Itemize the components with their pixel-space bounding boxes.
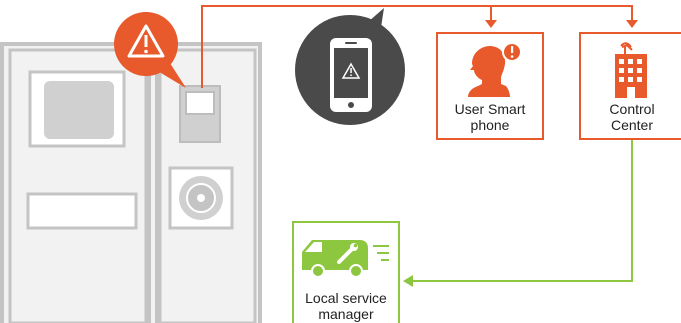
local-service-label-line1: Local service [305, 290, 387, 306]
alert-bubble [114, 12, 186, 88]
building-antenna-icon [615, 42, 647, 98]
equipment-cabinet [0, 42, 262, 323]
user-smartphone-node [436, 32, 544, 140]
phone-notification-bubble [295, 8, 405, 125]
user-smartphone-label-line2: phone [470, 117, 510, 133]
user-notification-icon [468, 42, 522, 97]
user-smartphone-label-line1: User Smart [454, 101, 526, 117]
service-connector [403, 140, 633, 287]
cabinet-slot [26, 192, 138, 230]
local-service-node [292, 221, 400, 323]
control-center-label-line1: Control [609, 101, 655, 117]
arrow-to-control [626, 20, 638, 28]
alert-connectors [201, 5, 633, 88]
warning-triangle-icon [127, 24, 165, 58]
smartphone-icon [330, 38, 372, 112]
control-center-label: Control Center [580, 101, 681, 133]
control-center-label-line2: Center [610, 117, 654, 133]
arrow-to-user [485, 20, 497, 28]
local-service-label-line2: manager [318, 306, 374, 322]
control-center-node [579, 32, 681, 140]
user-smartphone-label: User Smart phone [437, 101, 543, 133]
local-service-label: Local service manager [293, 290, 399, 322]
cabinet-display [44, 81, 114, 139]
service-van-icon [302, 240, 389, 278]
